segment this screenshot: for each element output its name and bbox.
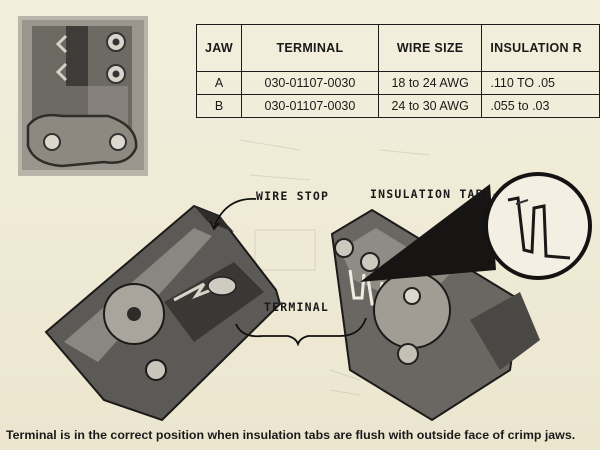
header-wire-size: WIRE SIZE	[377, 24, 483, 72]
crimp-tool-right-illustration	[330, 172, 592, 422]
header-jaw: JAW	[196, 24, 242, 72]
table-header-row: JAW TERMINAL WIRE SIZE INSULATION R	[196, 24, 600, 72]
callout-insulation-tabs: INSULATION TABS-	[370, 187, 500, 201]
cell-jaw: B	[196, 94, 242, 118]
callout-wire-stop: WIRE STOP	[256, 189, 330, 203]
terminal-spec-table: JAW TERMINAL WIRE SIZE INSULATION R A 03…	[196, 24, 600, 118]
cell-insulation: .055 to .03	[481, 94, 600, 118]
cell-wire-size: 18 to 24 AWG	[377, 71, 483, 95]
cell-terminal: 030-01107-0030	[241, 71, 379, 95]
callout-terminal: TERMINAL	[264, 300, 329, 314]
table-row: B 030-01107-0030 24 to 30 AWG .055 to .0…	[196, 94, 600, 118]
cell-wire-size: 24 to 30 AWG	[377, 94, 483, 118]
table-row: A 030-01107-0030 18 to 24 AWG .110 TO .0…	[196, 71, 600, 95]
header-terminal: TERMINAL	[241, 24, 379, 72]
crimp-tool-left-illustration	[44, 204, 282, 422]
cell-insulation: .110 TO .05	[481, 71, 600, 95]
cell-terminal: 030-01107-0030	[241, 94, 379, 118]
terminal-bracket-line	[235, 317, 367, 346]
figure-caption: Terminal is in the correct position when…	[6, 428, 576, 442]
wire-stop-leader-line	[209, 198, 257, 231]
header-insulation: INSULATION R	[481, 24, 600, 72]
cell-jaw: A	[196, 71, 242, 95]
crimp-jaw-closeup-image	[18, 16, 148, 176]
table-clip: JAW TERMINAL WIRE SIZE INSULATION R A 03…	[0, 0, 600, 130]
